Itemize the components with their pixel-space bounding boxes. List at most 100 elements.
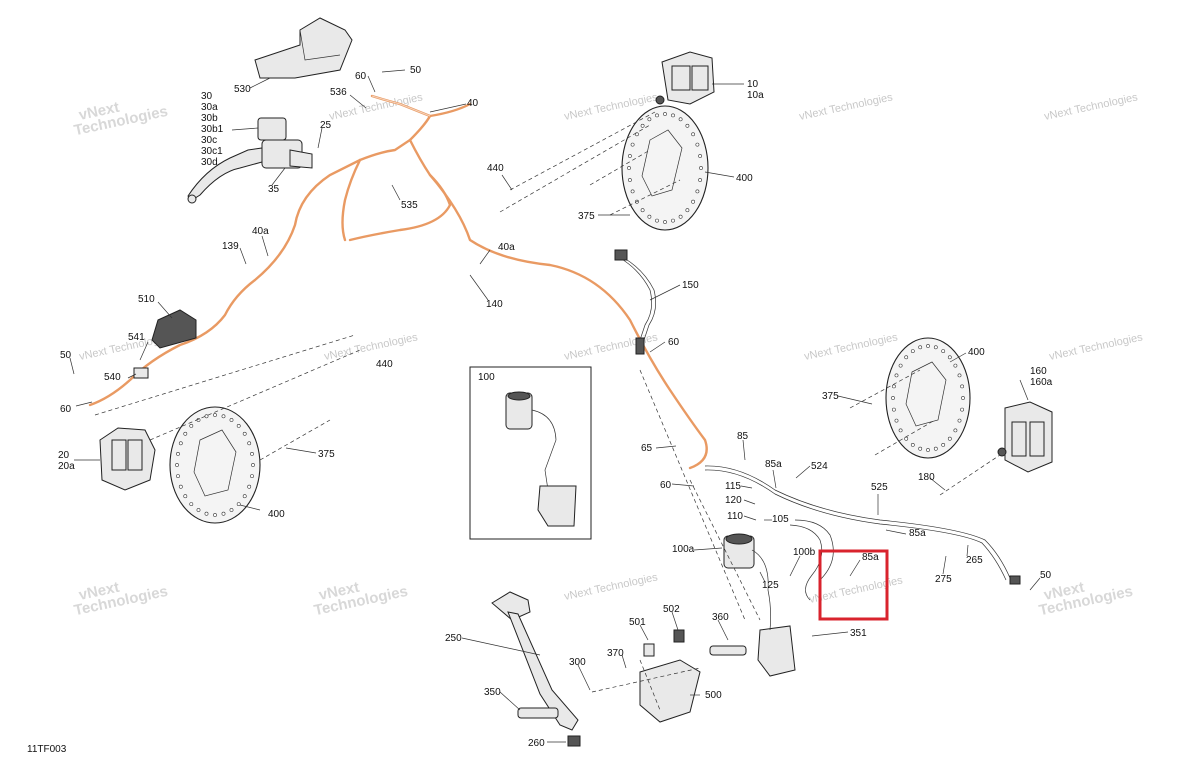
disc-hole: [685, 208, 690, 213]
disc-hole: [640, 123, 645, 128]
label-536: 536: [330, 87, 347, 98]
label-375-left: 375: [318, 449, 335, 460]
label-400-left: 400: [268, 509, 285, 520]
disc-hole: [947, 355, 952, 360]
disc-hole: [189, 502, 194, 507]
label-60-mid: 60: [668, 337, 680, 348]
label-105: 105: [772, 514, 789, 525]
brake-pedal: [491, 591, 581, 747]
label-525: 525: [871, 482, 888, 493]
disc-hole: [894, 418, 899, 423]
disc-hole: [247, 484, 252, 489]
label-50-right: 50: [1040, 570, 1052, 581]
disc-hole: [678, 214, 683, 219]
label-375-right: 375: [822, 391, 839, 402]
disc-hole: [183, 431, 188, 436]
label-120: 120: [725, 495, 742, 506]
label-50-top: 50: [410, 65, 422, 76]
disc-holes-right: [891, 344, 965, 452]
svg-text:vNext Technologies: vNext Technologies: [1048, 331, 1144, 363]
label-440-left: 440: [376, 359, 393, 370]
label-20: 20: [58, 450, 70, 461]
disc-hole: [957, 418, 962, 423]
label-100b: 100b: [793, 547, 816, 558]
disc-holes-top: [627, 112, 703, 224]
disc-hole: [904, 355, 909, 360]
disc-hole: [898, 428, 903, 433]
label-35: 35: [268, 184, 280, 195]
label-60-top: 60: [355, 71, 367, 82]
label-510: 510: [138, 294, 155, 305]
label-25: 25: [320, 120, 332, 131]
label-140: 140: [486, 299, 503, 310]
disc-hole: [189, 423, 194, 428]
label-110: 110: [727, 511, 743, 522]
disc-hole: [933, 446, 938, 451]
label-400-right: 400: [968, 347, 985, 358]
label-10: 10: [747, 79, 759, 90]
disc-hole: [204, 414, 209, 419]
disc-hole: [918, 345, 923, 350]
brake-line-85: [704, 465, 1021, 585]
disc-hole: [941, 349, 946, 354]
disc-hole: [242, 431, 247, 436]
bracket-541: [133, 367, 149, 379]
caliper-20: [99, 427, 156, 491]
disc-hole: [251, 463, 255, 467]
label-10a: 10a: [747, 90, 764, 101]
label-40a-mid: 40a: [498, 242, 515, 253]
disc-hole: [647, 214, 652, 219]
brake-disc-right: [885, 337, 971, 459]
disc-hole: [176, 451, 180, 456]
disc-hole: [947, 436, 952, 441]
disc-hole: [698, 154, 703, 158]
label-160: 160: [1030, 366, 1047, 377]
label-250: 250: [445, 633, 462, 644]
caliper-160: [997, 401, 1053, 473]
label-530: 530: [234, 84, 251, 95]
disc-hole: [910, 349, 915, 354]
disc-hole: [242, 494, 247, 499]
bracket-510: [151, 309, 197, 349]
disc-hole: [647, 117, 652, 122]
label-85: 85: [737, 431, 749, 442]
disc-hole: [926, 448, 930, 452]
disc-hole: [671, 218, 675, 223]
label-30b: 30b: [201, 113, 218, 124]
pedal-bracket-500: [639, 629, 747, 723]
label-115: 115: [725, 481, 741, 492]
sensor-cable-150: [614, 249, 656, 355]
disc-hole: [698, 178, 703, 182]
disc-hole: [213, 513, 217, 517]
disc-hole: [892, 407, 896, 412]
disc-hole: [953, 363, 958, 368]
disc-hole: [695, 189, 700, 194]
inset-box-100: [469, 366, 592, 540]
brake-disc-left: [169, 406, 261, 524]
label-351: 351: [850, 628, 867, 639]
label-360: 360: [712, 612, 729, 623]
disc-hole: [699, 166, 703, 170]
label-40a-left: 40a: [252, 226, 269, 237]
label-30a: 30a: [201, 102, 218, 113]
brake-disc-top: [621, 105, 709, 231]
disc-hole: [196, 508, 201, 512]
disc-hole: [221, 511, 226, 516]
disc-hole: [926, 344, 930, 348]
label-85a-1: 85a: [765, 459, 782, 470]
brake-hoses: [88, 94, 708, 470]
label-100: 100: [478, 372, 495, 383]
label-60-left: 60: [60, 404, 72, 415]
disc-hole: [175, 463, 179, 467]
disc-hole: [655, 113, 659, 118]
caliper-10: [655, 51, 715, 105]
disc-hole: [961, 396, 965, 400]
disc-hole: [640, 208, 645, 213]
label-541: 541: [128, 332, 145, 343]
disc-hole: [957, 373, 962, 378]
label-400-top: 400: [736, 173, 753, 184]
label-260: 260: [528, 738, 545, 749]
rear-master-cylinder: [723, 519, 834, 677]
label-30d: 30d: [201, 157, 218, 168]
